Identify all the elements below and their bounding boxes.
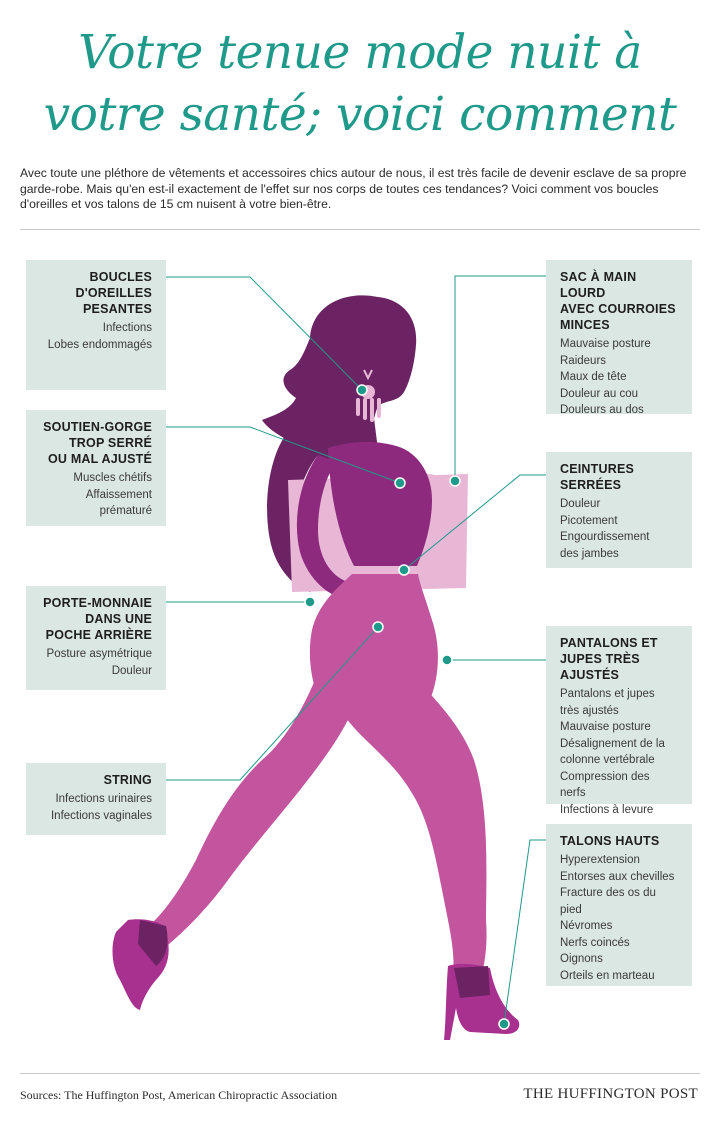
callout-bra: SOUTIEN-GORGE TROP SERRÉ OU MAL AJUSTÉ M… bbox=[26, 410, 166, 526]
intro-text: Avec toute une pléthore de vêtements et … bbox=[20, 166, 687, 211]
line-heels bbox=[503, 839, 546, 1025]
list-item: Infections vaginales bbox=[50, 809, 152, 822]
callout-string: STRING Infections urinaires Infections v… bbox=[26, 763, 166, 835]
callout-pants: PANTALONS ET JUPES TRÈS AJUSTÉS Pantalon… bbox=[546, 626, 692, 816]
title-line-2: votre santé; voici comment bbox=[43, 87, 677, 142]
list-item: Compression des nerfs bbox=[560, 770, 650, 800]
dot-wallet bbox=[304, 596, 316, 608]
callout-title: SOUTIEN-GORGE TROP SERRÉ OU MAL AJUSTÉ bbox=[43, 420, 152, 466]
dot-bag bbox=[449, 475, 461, 487]
list-item: Douleur au cou bbox=[560, 387, 638, 400]
list-item: Douleur bbox=[111, 664, 152, 677]
hair bbox=[262, 295, 417, 462]
front-leg bbox=[346, 640, 487, 990]
dot-pants bbox=[441, 654, 453, 666]
list-item: Mauvaise posture bbox=[560, 721, 651, 733]
list-item: Lobes endommagés bbox=[47, 338, 152, 351]
list-item: Hyperextension bbox=[560, 854, 640, 866]
list-item: Muscles chétifs bbox=[73, 472, 152, 484]
line-bra bbox=[166, 426, 401, 484]
callout-wallet: PORTE-MONNAIE DANS UNE POCHE ARRIÈRE Pos… bbox=[26, 586, 166, 690]
connector-lines bbox=[166, 275, 546, 1025]
list-item: Douleurs au dos bbox=[560, 404, 644, 416]
front-ankle bbox=[454, 966, 490, 998]
list-item: Posture asymétrique bbox=[46, 648, 152, 660]
list-item: Fracture des os du pied bbox=[560, 887, 656, 916]
callout-title: PANTALONS ET JUPES TRÈS AJUSTÉS bbox=[560, 636, 658, 682]
front-arm bbox=[296, 455, 387, 602]
list-item: Infections urinaires bbox=[55, 793, 152, 805]
back-ankle bbox=[138, 920, 168, 966]
list-item: Orteils en marteau bbox=[560, 969, 655, 982]
dot-heels bbox=[498, 1018, 510, 1030]
list-item: Oignons bbox=[560, 953, 603, 965]
torso bbox=[328, 442, 432, 568]
callout-title: TALONS HAUTS bbox=[560, 834, 660, 848]
brand-logo: THE HUFFINGTON POST bbox=[523, 1086, 698, 1102]
callout-belts: CEINTURES SERRÉES Douleur Picotement Eng… bbox=[546, 452, 692, 568]
callout-earrings: BOUCLES D'OREILLES PESANTES Infections L… bbox=[26, 260, 166, 390]
sources-text: Sources: The Huffington Post, American C… bbox=[20, 1088, 338, 1102]
line-belts bbox=[403, 474, 546, 571]
list-item: Entorses aux chevilles bbox=[560, 870, 675, 883]
callout-title: SAC À MAIN LOURD AVEC COURROIES MINCES bbox=[560, 270, 676, 332]
bottom-divider bbox=[20, 1073, 700, 1074]
dot-belts bbox=[398, 564, 410, 576]
line-string bbox=[166, 626, 379, 781]
list-item: Picotement bbox=[560, 514, 618, 527]
list-item: Raideurs bbox=[560, 354, 607, 367]
list-item: Névromes bbox=[560, 920, 613, 932]
list-item: Maux de tête bbox=[560, 371, 627, 383]
dot-bra bbox=[394, 477, 406, 489]
hips bbox=[309, 574, 438, 700]
list-item: Infections à levure bbox=[560, 803, 654, 816]
title-line-1: Votre tenue mode nuit à bbox=[78, 25, 642, 80]
callout-title: STRING bbox=[103, 773, 152, 787]
list-item: Infections bbox=[102, 322, 152, 334]
list-item: Nerfs coincés bbox=[560, 936, 630, 949]
top-divider bbox=[20, 229, 700, 230]
back-leg bbox=[150, 650, 360, 945]
line-earrings bbox=[166, 276, 363, 391]
list-item: Mauvaise posture bbox=[560, 338, 651, 350]
callout-heels: TALONS HAUTS Hyperextension Entorses aux… bbox=[546, 824, 692, 986]
callout-title: BOUCLES D'OREILLES PESANTES bbox=[75, 270, 152, 316]
list-item: Douleur bbox=[560, 498, 601, 510]
callout-title: PORTE-MONNAIE DANS UNE POCHE ARRIÈRE bbox=[43, 596, 152, 642]
page-title: Votre tenue mode nuit à votre santé; voi… bbox=[0, 22, 720, 146]
line-bag bbox=[454, 275, 546, 480]
callout-title: CEINTURES SERRÉES bbox=[560, 462, 635, 492]
dot-earrings bbox=[356, 384, 368, 396]
earring-decoration bbox=[356, 369, 381, 422]
callout-bag: SAC À MAIN LOURD AVEC COURROIES MINCES M… bbox=[546, 260, 692, 416]
dot-string bbox=[372, 621, 384, 633]
